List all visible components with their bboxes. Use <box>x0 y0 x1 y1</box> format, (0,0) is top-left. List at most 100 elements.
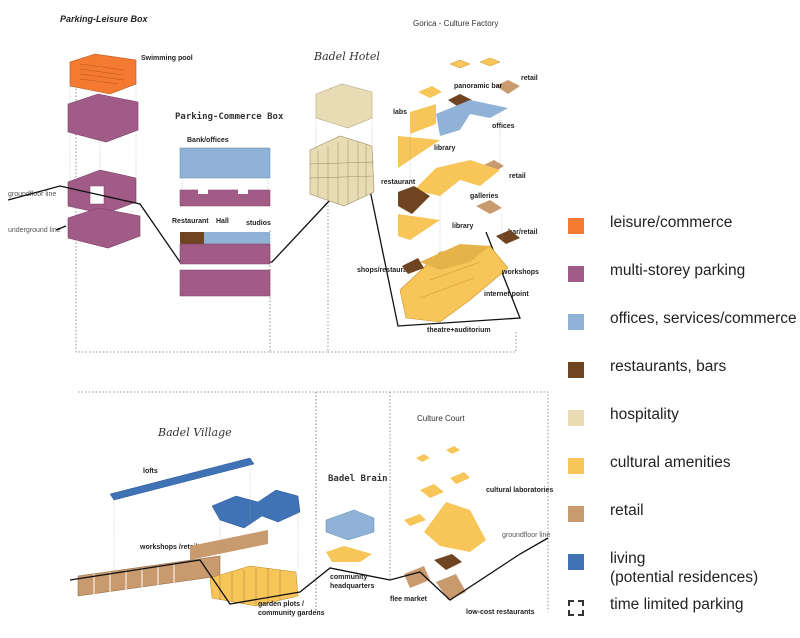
legend-swatch-leisure <box>568 218 584 234</box>
swimming-pool-label: Swimming pool <box>141 55 193 62</box>
legend-swatch-retail <box>568 506 584 522</box>
legend-item-time-limited: time limited parking <box>566 590 798 638</box>
galleries-label: galleries <box>470 193 499 200</box>
offices-slab <box>179 147 271 179</box>
swimming-pool-slab <box>69 53 137 95</box>
restaurant-g-label: restaurant <box>381 179 416 186</box>
parking-slab-1 <box>67 93 139 143</box>
retail-mid <box>482 160 504 172</box>
parking-slab-6 <box>179 269 271 297</box>
gorica-culture-factory: Gorica - Culture Factory retail panorami… <box>357 19 539 334</box>
groundfloor-line2-label: groundfloor line <box>502 532 550 539</box>
retail-top-label: retail <box>521 75 538 82</box>
workshops-label: workshops <box>501 269 539 276</box>
restaurant-block <box>180 232 204 246</box>
workshops-retails-label: workshops /retails <box>139 544 202 551</box>
legend-swatch-offices <box>568 314 584 330</box>
retail-mid-label: retail <box>509 173 526 180</box>
culture-court: Culture Court cultural laboratories grou… <box>390 414 553 616</box>
legend-label-offices: offices, services/commerce <box>610 310 797 327</box>
hotel-building <box>309 135 375 207</box>
bar-retail-label: bar/retail <box>508 229 538 236</box>
groundfloor-line-label: groundfloor line <box>8 191 56 198</box>
parking-slab-5 <box>179 243 271 265</box>
gorica-title: Gorica - Culture Factory <box>413 19 498 28</box>
legend-item-living: living (potential residences) <box>566 544 798 590</box>
panoramic-bar-label: panoramic bar <box>454 83 503 90</box>
flee-market-label: flee market <box>390 596 428 603</box>
bottom-groundfloor-line <box>69 537 549 605</box>
legend-item-cultural: cultural amenities <box>566 448 798 496</box>
badel-village-title: Badel Village <box>157 426 232 439</box>
groundfloor-line <box>7 185 521 327</box>
restaurant-g <box>398 186 430 214</box>
underground-line-label: underground line <box>8 227 61 234</box>
offices-slab-gorica <box>436 100 508 136</box>
badel-village: Badel Village lofts workshops /retails g… <box>77 426 325 617</box>
legend-swatch-living <box>568 554 584 570</box>
legend-label-parking: multi-storey parking <box>610 262 746 279</box>
parking-slab-4 <box>179 189 271 207</box>
community-gardens-label: community gardens <box>258 610 325 617</box>
hall-label: Hall <box>216 218 229 225</box>
legend-swatch-time-limited <box>568 600 584 616</box>
theatre-label: theatre+auditorium <box>427 327 491 334</box>
hotel-top-slab <box>315 83 373 129</box>
shops-restaurant-label: shops/restaurant <box>357 267 414 274</box>
parking-commerce-title: Parking-Commerce Box <box>175 111 284 122</box>
internet-point-label: internet point <box>484 291 529 298</box>
court-culture-slab <box>424 502 486 552</box>
parking-leisure-box: Parking-Leisure Box Swimming pool ground… <box>8 14 193 249</box>
galleries-slab <box>414 160 500 196</box>
legend-swatch-parking <box>568 266 584 282</box>
court-retail <box>404 566 430 588</box>
culture-court-title: Culture Court <box>417 414 465 423</box>
lofts-label: lofts <box>143 468 158 475</box>
badel-brain-title: Badel Brain <box>328 473 388 484</box>
parking-slab-3 <box>67 207 141 249</box>
legend-label-hospitality: hospitality <box>610 406 679 423</box>
community-label: community <box>330 574 367 581</box>
garden-plots-label: garden plots / <box>258 601 304 608</box>
legend-item-offices: offices, services/commerce <box>566 304 798 352</box>
badel-hotel: Badel Hotel <box>309 50 380 207</box>
low-cost-label: low-cost restaurants <box>466 609 535 616</box>
brain-offices <box>325 509 375 541</box>
legend-item-hospitality: hospitality <box>566 400 798 448</box>
legend-label-leisure: leisure/commerce <box>610 214 733 231</box>
living-block <box>211 489 301 529</box>
court-restaurant <box>434 554 462 570</box>
hall-block <box>204 232 270 244</box>
cultural-labs-label: cultural laboratories <box>486 487 553 494</box>
legend-swatch-hospitality <box>568 410 584 426</box>
legend-label-living-1: living <box>610 550 646 567</box>
restaurant-label: Restaurant <box>172 218 209 225</box>
panoramic-bar <box>448 94 472 108</box>
legend-item-retail: retail <box>566 496 798 544</box>
studios-label: studios <box>246 220 271 227</box>
parking-commerce-box: Parking-Commerce Box Bank/offices Restau… <box>172 111 284 297</box>
retail-top <box>496 80 520 94</box>
labs-slab <box>410 104 436 134</box>
lofts-bar <box>109 457 255 501</box>
legend-label-restaurants: restaurants, bars <box>610 358 727 375</box>
badel-brain: Badel Brain community headquarters <box>325 473 388 590</box>
legend-item-parking: multi-storey parking <box>566 256 798 304</box>
village-retail-strip <box>190 530 268 560</box>
legend-swatch-restaurants <box>568 362 584 378</box>
bank-offices-label: Bank/offices <box>187 137 229 144</box>
library2-label: library <box>452 223 474 230</box>
headquarters-label: headquarters <box>330 583 374 590</box>
legend-label-cultural: cultural amenities <box>610 454 731 471</box>
legend-item-leisure: leisure/commerce <box>566 208 798 256</box>
legend-label-retail: retail <box>610 502 644 519</box>
library-label: library <box>434 145 456 152</box>
parking-leisure-title: Parking-Leisure Box <box>60 14 149 24</box>
labs-label: labs <box>393 109 407 116</box>
legend-swatch-cultural <box>568 458 584 474</box>
legend-label-living-2: (potential residences) <box>610 569 759 586</box>
legend-item-restaurants: restaurants, bars <box>566 352 798 400</box>
legend: leisure/commerce multi-storey parking of… <box>566 208 798 638</box>
legend-label-living: living (potential residences) <box>610 549 758 587</box>
